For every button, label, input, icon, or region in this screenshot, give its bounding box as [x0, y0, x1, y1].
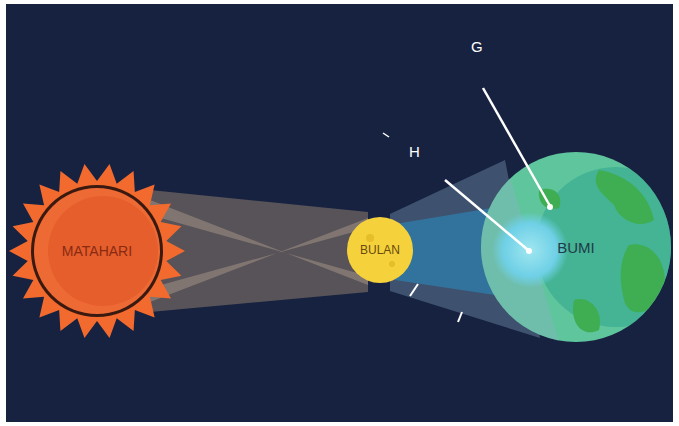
sun-circle: MATAHARI — [5, 159, 189, 343]
body-name: BULAN — [360, 243, 400, 257]
umbra-spot — [492, 212, 568, 288]
body-name: BUMI — [557, 239, 595, 256]
body-name: MATAHARI — [62, 243, 132, 259]
light-ray — [150, 200, 368, 285]
earth-circle: BUMI — [479, 150, 673, 344]
moon-crater — [366, 234, 374, 242]
continent — [621, 244, 665, 312]
moon-body — [347, 217, 413, 283]
tick-mark — [458, 312, 462, 322]
moon-circle: BULAN — [345, 215, 415, 285]
sun-rays — [9, 164, 185, 338]
sun-rim — [31, 185, 163, 317]
sun-shade — [48, 196, 158, 306]
tick-mark — [410, 284, 418, 296]
continent — [573, 299, 600, 332]
callout-letter: H — [409, 143, 420, 160]
tick-mark — [383, 133, 389, 137]
sun-body — [34, 188, 160, 314]
continent — [539, 189, 561, 209]
callout-letter: G — [471, 38, 483, 55]
continent — [596, 170, 654, 224]
light-ray — [150, 218, 368, 302]
earth-night — [536, 167, 679, 327]
moon-crater — [389, 261, 395, 267]
